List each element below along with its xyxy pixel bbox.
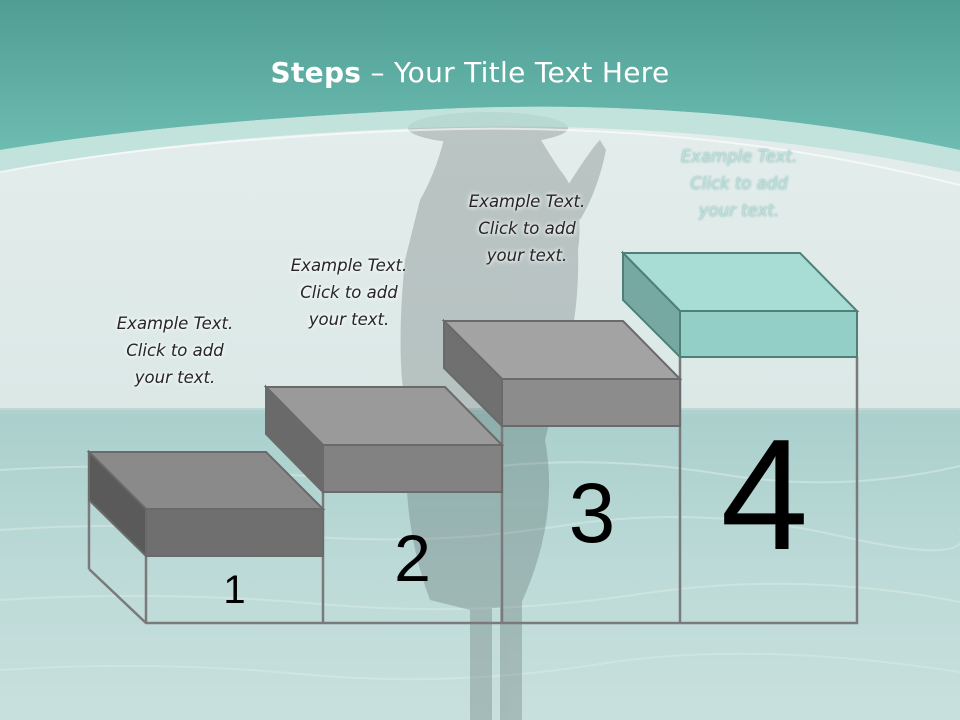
step-1-label[interactable]: Example Text. Click to add your text. <box>75 310 275 391</box>
step-4-number: 4 <box>720 407 809 583</box>
step-3-block[interactable] <box>441 318 683 429</box>
step-1-outline <box>144 556 325 623</box>
step-3-line-3: your text. <box>486 246 568 265</box>
step-3-label[interactable]: Example Text. Click to add your text. <box>427 188 627 269</box>
step-1-line-2: Click to add <box>126 341 224 360</box>
slide-title[interactable]: Steps – Your Title Text Here <box>0 56 940 89</box>
title-bold-text: Steps <box>270 56 362 89</box>
step-3-line-2: Click to add <box>478 219 576 238</box>
step-2-number: 2 <box>394 521 431 595</box>
step-1-block[interactable] <box>86 449 326 559</box>
step-4-block[interactable] <box>620 250 860 360</box>
title-rest-text: – Your Title Text Here <box>361 56 670 89</box>
step-2-line-2: Click to add <box>300 283 398 302</box>
step-4-line-2: Click to add <box>690 174 788 193</box>
step-2-label[interactable]: Example Text. Click to add your text. <box>249 252 449 333</box>
step-1-number: 1 <box>223 568 246 612</box>
step-1-line-3: your text. <box>134 368 216 387</box>
step-2-line-1: Example Text. <box>290 256 408 275</box>
step-2-line-3: your text. <box>308 310 390 329</box>
step-2-block[interactable] <box>263 384 505 495</box>
step-4-line-1: Example Text. <box>680 147 798 166</box>
step-4-label[interactable]: Example Text. Click to add your text. <box>639 143 839 224</box>
step-4-line-3: your text. <box>698 201 780 220</box>
step-3-number: 3 <box>568 466 616 560</box>
step-3-line-1: Example Text. <box>468 192 586 211</box>
step-1-line-1: Example Text. <box>116 314 234 333</box>
